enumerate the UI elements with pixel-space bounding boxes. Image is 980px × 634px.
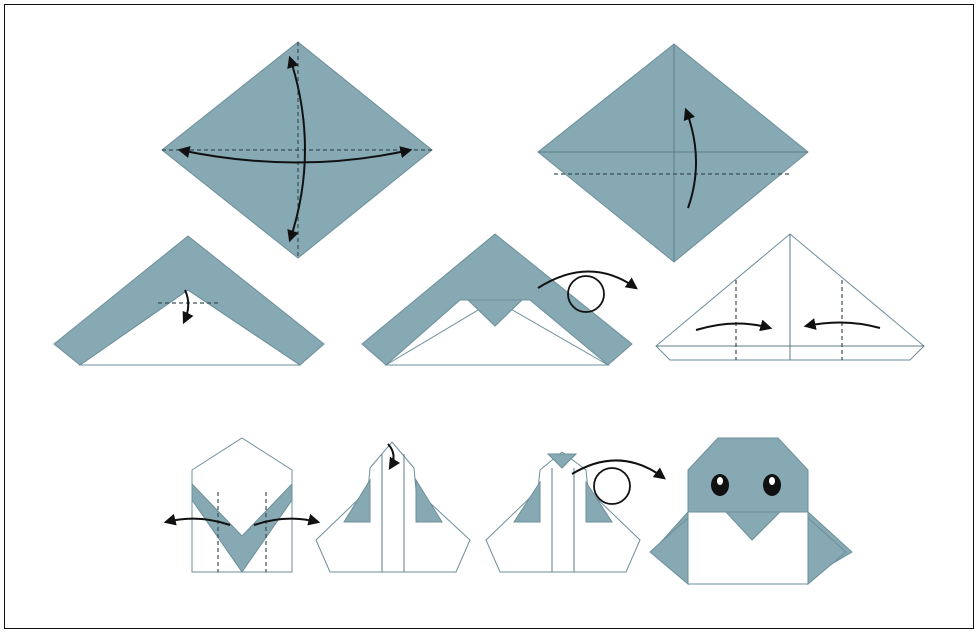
step-7-left-wing [343,478,371,523]
fold-arrow-icon [537,270,638,290]
step-5 [655,233,925,361]
step-8 [485,451,666,573]
step-6-paper [191,437,293,573]
step-4-folded-tip [466,299,524,327]
step-1 [161,41,433,259]
step-3 [53,235,325,366]
step-8-right-wing [585,480,613,523]
step-2 [537,43,809,263]
step-3-paper [53,235,325,366]
fold-arrow-icon [163,513,231,526]
fold-arrow-icon [695,319,773,332]
step-7 [315,441,471,573]
fold-arrow-icon [387,443,401,471]
step-6-v-fold [191,482,293,573]
step-9-penguin [649,437,853,586]
fold-arrow-icon [253,513,321,526]
step-7-right-wing [415,478,443,523]
step-2-paper [537,43,809,263]
step-7-paper [315,441,471,573]
step-4-inner-white [384,299,610,366]
step-4 [361,233,638,366]
penguin-beak [724,511,782,541]
penguin-left-eye-shine [717,477,723,485]
fold-arrow-icon [571,459,666,480]
fold-arrow-icon [803,318,881,330]
figure-frame [4,4,974,629]
step-6 [163,437,321,573]
flip-over-icon [567,275,605,313]
penguin-right-wing [807,516,847,586]
step-8-paper [485,451,641,573]
step-8-top-tip [546,453,578,469]
penguin-right-eye-shine [769,477,775,485]
fold-arrow-icon [287,55,306,243]
fold-arrow-icon [683,107,698,209]
fold-arrow-icon [182,289,194,325]
penguin-left-wing [649,516,689,586]
step-8-left-wing [513,480,541,523]
flip-over-icon [593,467,631,505]
